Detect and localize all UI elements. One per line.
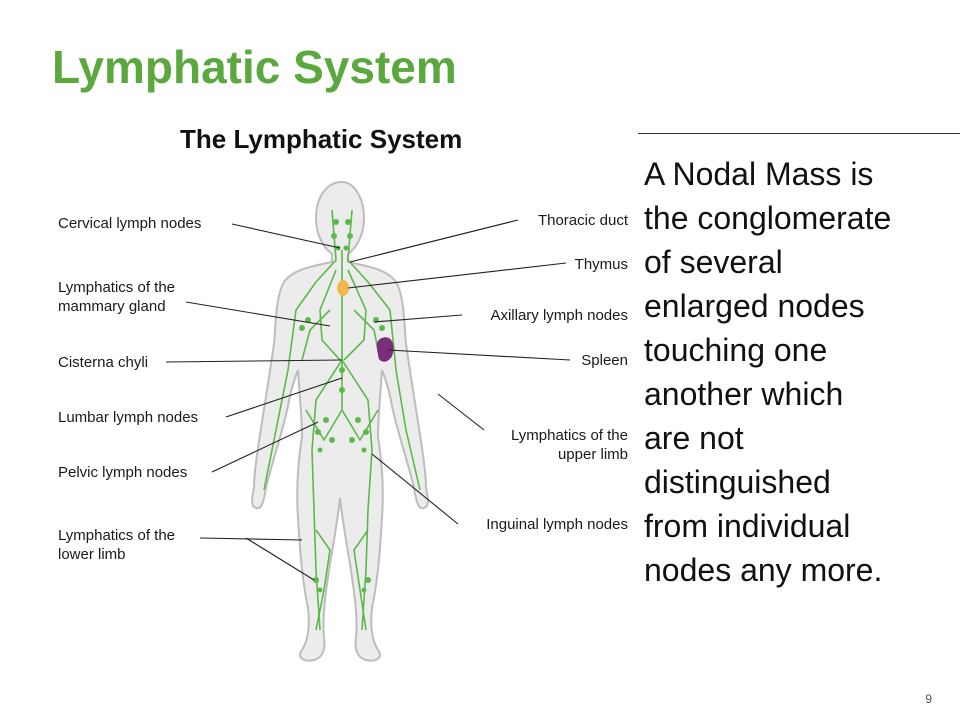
label-inguinal-lymph-nodes: Inguinal lymph nodes — [486, 516, 628, 533]
spleen-organ — [376, 337, 394, 362]
label-cisterna-chyli: Cisterna chyli — [58, 354, 149, 371]
label-spleen: Spleen — [581, 352, 628, 369]
thymus-organ — [337, 280, 349, 296]
label-axillary-lymph-nodes: Axillary lymph nodes — [490, 307, 628, 324]
label-lower-limb-line-2: lower limb — [58, 546, 126, 563]
description-line: another which — [644, 376, 844, 412]
description-line: the conglomerate — [644, 200, 892, 236]
text-divider — [638, 133, 960, 134]
description-line: are not — [644, 420, 744, 456]
description-line: A Nodal Mass is — [644, 156, 874, 192]
label-thymus: Thymus — [574, 256, 628, 273]
label-cervical-lymph-nodes: Cervical lymph nodes — [58, 215, 202, 232]
label-mammary-line-2: mammary gland — [58, 298, 166, 315]
lymphatic-system-figure: The Lymphatic System Cervical lymph node… — [40, 110, 640, 710]
label-lumbar-lymph-nodes: Lumbar lymph nodes — [58, 409, 199, 426]
body-illustration — [165, 180, 571, 662]
description-line: from individual — [644, 508, 851, 544]
page-number: 9 — [925, 692, 932, 706]
label-upper-limb-line-2: upper limb — [557, 446, 628, 463]
figure-title: The Lymphatic System — [180, 124, 463, 154]
slide-title: Lymphatic System — [52, 41, 457, 93]
label-upper-limb-line-1: Lymphatics of the — [510, 427, 628, 444]
description-line: nodes any more. — [644, 552, 883, 588]
label-pelvic-lymph-nodes: Pelvic lymph nodes — [58, 464, 188, 481]
nodal-mass-description: A Nodal Mass is the conglomerate of seve… — [644, 152, 944, 592]
lymphatic-vessels — [263, 209, 421, 631]
label-mammary-line-1: Lymphatics of the — [58, 279, 176, 296]
description-line: touching one — [644, 332, 828, 368]
description-line: enlarged nodes — [644, 288, 865, 324]
description-line: distinguished — [644, 464, 831, 500]
label-lower-limb-line-1: Lymphatics of the — [58, 527, 176, 544]
label-thoracic-duct: Thoracic duct — [537, 212, 628, 229]
description-line: of several — [644, 244, 783, 280]
leader-lines — [165, 219, 571, 581]
